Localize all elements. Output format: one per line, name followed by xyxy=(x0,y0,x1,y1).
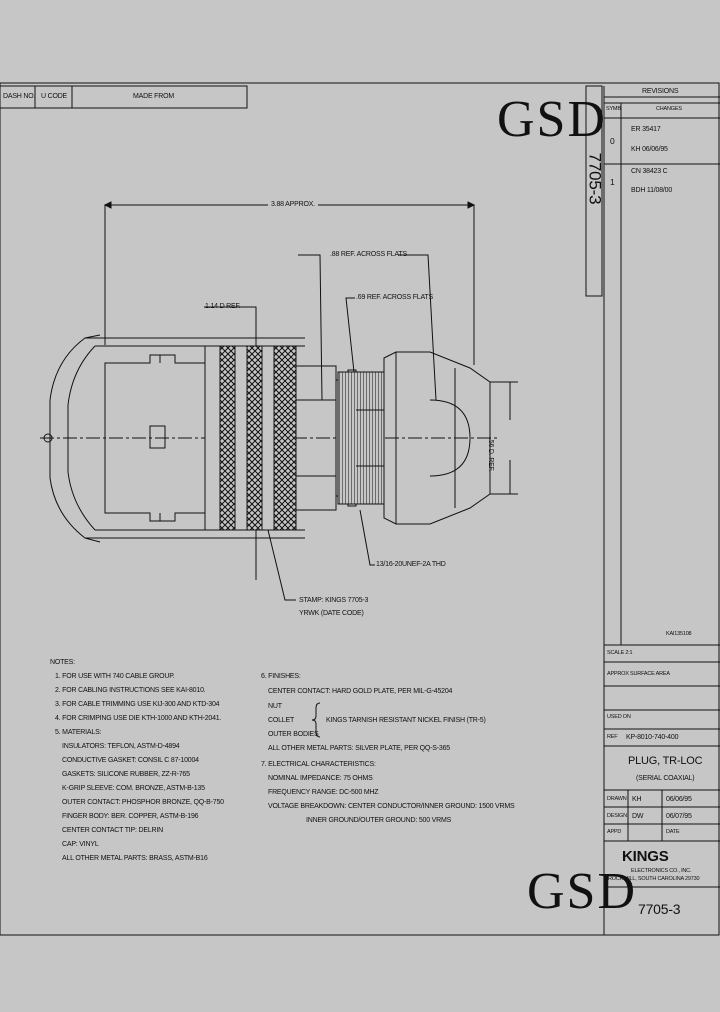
note-line: 2. FOR CABLING INSTRUCTIONS SEE KAI-8010… xyxy=(55,687,206,694)
note-line: 1. FOR USE WITH 740 CABLE GROUP. xyxy=(55,673,175,680)
finish-other: ALL OTHER METAL PARTS: SILVER PLATE, PER… xyxy=(268,745,450,752)
knurl-bands xyxy=(204,345,297,531)
note-line: K-GRIP SLEEVE: COM. BRONZE, ASTM-B-135 xyxy=(62,785,205,792)
stamp-note-1: STAMP: KINGS 7705-3 xyxy=(299,597,369,604)
sheet-border xyxy=(0,82,720,936)
ref-value: KP-8010-740-400 xyxy=(626,734,679,741)
made-from-label: MADE FROM xyxy=(133,93,174,100)
date-label: DATE xyxy=(666,829,680,835)
dimension-lines xyxy=(103,201,518,601)
finish-nut: NUT xyxy=(268,703,282,710)
gsd-stamp-bottom: GSD xyxy=(527,863,638,920)
rev-1-symbol: 1 xyxy=(610,177,615,187)
approx-area-label: APPROX SURFACE AREA xyxy=(607,671,670,677)
appd-label: APPD xyxy=(607,829,622,835)
note-line: 5. MATERIALS: xyxy=(55,729,102,736)
finish-bracket-text: KINGS TARNISH RESISTANT NICKEL FINISH (T… xyxy=(326,717,486,724)
dash-table-frame xyxy=(0,85,248,109)
note-line: CENTER CONTACT TIP: DELRIN xyxy=(62,827,163,834)
dim-dia-114: 1.14 D REF. xyxy=(205,303,241,310)
dim-overall-length: 3.88 APPROX. xyxy=(271,201,315,208)
revisions-col-changes: CHANGES xyxy=(656,106,682,112)
dash-no-label: DASH NO. xyxy=(3,93,36,100)
scale-value: SCALE 2:1 xyxy=(607,650,633,656)
company-logo: KINGS xyxy=(622,848,669,865)
design-date: 06/07/95 xyxy=(666,813,692,820)
drawn-date: 06/06/95 xyxy=(666,796,692,803)
elec-voltage-1: VOLTAGE BREAKDOWN: CENTER CONDUCTOR/INNE… xyxy=(268,803,515,810)
note-line: ALL OTHER METAL PARTS: BRASS, ASTM-B16 xyxy=(62,855,208,862)
ref-label: REF xyxy=(607,734,618,740)
vertical-part-number: 7705-3 xyxy=(585,152,605,205)
title-block-frame xyxy=(603,86,720,935)
dim-thread: 13/16-20UNEF-2A THD xyxy=(376,561,446,568)
drawing-number: 7705-3 xyxy=(638,901,681,917)
stamp-note-2: YRWK (DATE CODE) xyxy=(299,610,364,617)
design-by: DW xyxy=(632,813,644,820)
revisions-title: REVISIONS xyxy=(642,88,679,95)
note-line: FINGER BODY: BER. COPPER, ASTM-B-196 xyxy=(62,813,199,820)
drawn-label: DRAWN xyxy=(607,796,627,802)
note-line: 4. FOR CRIMPING USE DIE KTH-1000 AND KTH… xyxy=(55,715,222,722)
vertical-pn-frame xyxy=(585,85,603,297)
note-line: CAP: VINYL xyxy=(62,841,99,848)
design-label: DESIGN xyxy=(607,813,627,819)
part-subtitle: (SERIAL COAXIAL) xyxy=(636,775,695,782)
drawn-by: KH xyxy=(632,796,642,803)
company-name: ELECTRONICS CO., INC. xyxy=(631,868,692,874)
company-address: ROCK HILL, SOUTH CAROLINA 29730 xyxy=(608,876,700,882)
dim-flats-88: .88 REF. ACROSS FLATS xyxy=(330,251,407,258)
gsd-stamp-top: GSD xyxy=(497,91,608,148)
elec-impedance: NOMINAL IMPEDANCE: 75 OHMS xyxy=(268,775,373,782)
note-line: 3. FOR CABLE TRIMMING USE KIJ-300 AND KT… xyxy=(55,701,220,708)
part-title: PLUG, TR-LOC xyxy=(628,755,703,767)
dim-dia-56: .56 D. REF. xyxy=(487,438,494,472)
dim-flats-69: .69 REF. ACROSS FLATS xyxy=(356,294,433,301)
note-line: INSULATORS: TEFLON, ASTM-D-4894 xyxy=(62,743,180,750)
notes-header: NOTES: xyxy=(50,659,75,666)
rev-0-symbol: 0 xyxy=(610,136,615,146)
elec-frequency: FREQUENCY RANGE: DC-500 MHZ xyxy=(268,789,379,796)
rev-1-line2: BDH 11/08/00 xyxy=(631,187,673,194)
note-line: CONDUCTIVE GASKET: CONSIL C 87-10004 xyxy=(62,757,199,764)
connector-drawing xyxy=(43,334,305,543)
finish-collet: COLLET xyxy=(268,717,295,724)
finish-outer: OUTER BODIES xyxy=(268,731,319,738)
u-code-label: U CODE xyxy=(41,93,68,100)
revisions-col-sym: SYMB xyxy=(606,106,621,112)
used-on-label: USED ON xyxy=(607,714,631,720)
note-line: GASKETS: SILICONE RUBBER, ZZ-R-765 xyxy=(62,771,190,778)
electrical-header: 7. ELECTRICAL CHARACTERISTICS: xyxy=(261,761,376,768)
drawing-code-small: KAI135108 xyxy=(666,631,692,637)
rev-1-line1: CN 38423 C xyxy=(631,168,668,175)
elec-voltage-2: INNER GROUND/OUTER GROUND: 500 VRMS xyxy=(306,817,452,824)
note-line: OUTER CONTACT: PHOSPHOR BRONZE, QQ-B-750 xyxy=(62,799,224,806)
rev-0-line2: KH 06/06/95 xyxy=(631,146,668,153)
rev-0-line1: ER 35417 xyxy=(631,126,661,133)
finishes-header: 6. FINISHES: xyxy=(261,673,301,680)
thread-section xyxy=(337,371,385,505)
finish-center: CENTER CONTACT: HARD GOLD PLATE, PER MIL… xyxy=(268,688,453,695)
